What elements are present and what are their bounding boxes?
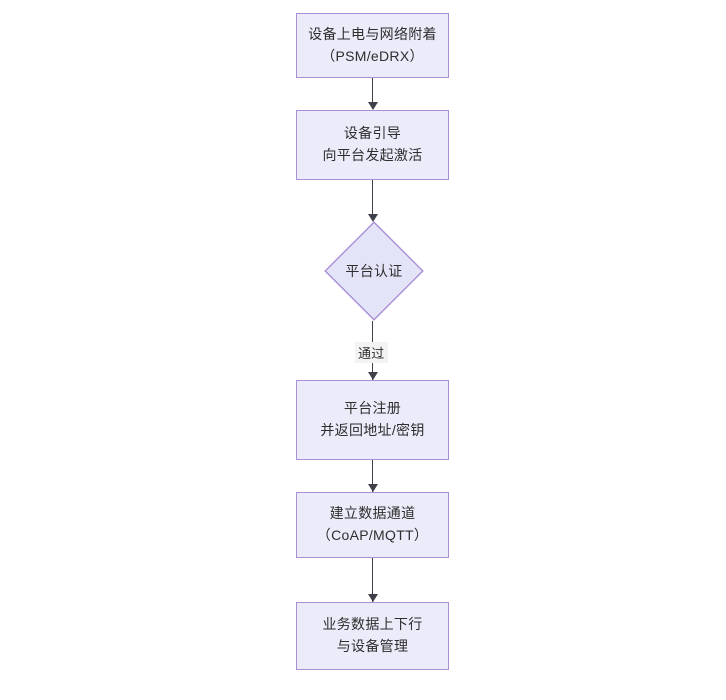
edge-2-arrowhead — [367, 214, 378, 222]
node-platform-auth[interactable]: 平台认证 — [324, 221, 424, 321]
node-power-on-line-1: 设备上电与网络附着 — [308, 25, 437, 42]
node-platform-register-line-2: 并返回地址/密钥 — [320, 422, 425, 438]
node-business-data-line-1: 业务数据上下行 — [322, 616, 423, 633]
edge-3-arrowhead — [367, 372, 378, 380]
edge-2-line — [372, 180, 374, 215]
node-business-data-line-2: 与设备管理 — [336, 638, 409, 654]
edge-5-line — [372, 558, 374, 602]
node-data-channel[interactable]: 建立数据通道 （CoAP/MQTT） — [296, 492, 449, 558]
node-platform-register[interactable]: 平台注册 并返回地址/密钥 — [296, 380, 449, 460]
edge-1-line — [372, 78, 374, 103]
node-bootstrap[interactable]: 设备引导 向平台发起激活 — [296, 110, 449, 180]
node-business-data[interactable]: 业务数据上下行 与设备管理 — [296, 602, 449, 670]
edge-5-arrowhead — [367, 594, 378, 602]
edge-4-arrowhead — [367, 484, 378, 492]
edge-4-line — [372, 460, 374, 492]
node-power-on-line-2: （PSM/eDRX） — [321, 47, 424, 64]
edge-3-label: 通过 — [355, 342, 388, 363]
node-data-channel-line-2: （CoAP/MQTT） — [316, 527, 429, 543]
node-bootstrap-line-1: 设备引导 — [343, 125, 402, 142]
diamond-icon — [324, 221, 424, 321]
node-platform-register-line-1: 平台注册 — [343, 400, 402, 417]
node-data-channel-line-1: 建立数据通道 — [329, 505, 416, 522]
node-power-on[interactable]: 设备上电与网络附着 （PSM/eDRX） — [296, 13, 449, 78]
node-bootstrap-line-2: 向平台发起激活 — [322, 147, 423, 163]
edge-1-arrowhead — [367, 102, 378, 110]
